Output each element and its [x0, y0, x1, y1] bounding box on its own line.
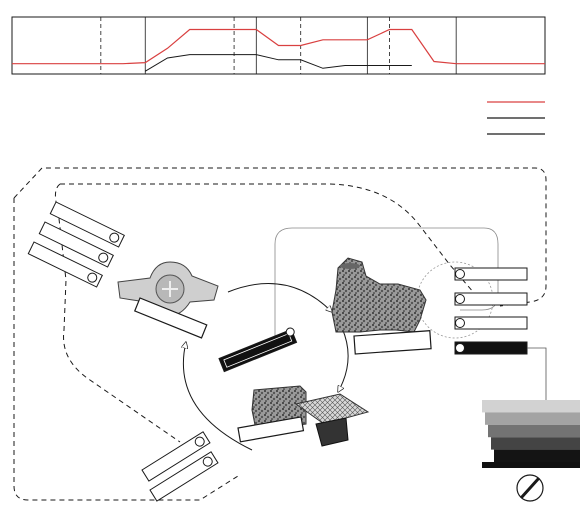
outer-dashed-boundary [13, 167, 547, 307]
slash-circle-icon [516, 474, 544, 502]
cycle-arrow-right [338, 327, 349, 392]
materials-node [237, 385, 370, 447]
center-black-label [218, 327, 298, 373]
cycle-arrow-left [183, 342, 253, 451]
chart-series-line-2 [145, 54, 412, 72]
gradient-step-4 [491, 437, 580, 450]
gradient-step-1 [482, 400, 580, 413]
gradient-step-base [482, 462, 580, 468]
timeline-chart [11, 16, 546, 135]
gradient-step-3 [488, 424, 580, 438]
meter-dial-mark [162, 281, 178, 297]
tag-left-1 [49, 201, 125, 248]
materials-label-box [237, 416, 305, 443]
tag-left-2 [38, 221, 114, 268]
tag-right-1 [454, 267, 528, 281]
tag-group-right [454, 267, 547, 400]
water-meter-label-box [133, 297, 208, 339]
mesh-layer-stack [315, 417, 349, 447]
inner-dashed-boundary-left [54, 183, 181, 443]
tag-right-4-highlighted [454, 341, 528, 355]
outer-dashed-boundary-lower [13, 198, 239, 501]
tag-right-2 [454, 292, 528, 306]
workers-node [331, 257, 432, 355]
chart-frame [11, 16, 546, 75]
tag-right-leader [527, 347, 547, 400]
gradient-step-2 [485, 412, 580, 425]
chart-series [12, 28, 545, 72]
workers-image [331, 257, 427, 333]
tag-left-3 [27, 241, 103, 288]
tag-bottom-1 [141, 431, 211, 482]
chart-legend [487, 101, 545, 135]
mesh-layer-image [294, 393, 370, 425]
tag-group-bottom [141, 431, 219, 502]
gradient-legend [482, 400, 580, 468]
chart-series-line-1 [12, 28, 545, 65]
gradient-step-5 [494, 449, 580, 462]
tag-right-3 [454, 316, 528, 330]
tag-bottom-2 [149, 451, 219, 502]
workers-label-box [353, 330, 432, 355]
tag-group-left [27, 201, 125, 288]
inner-dashed-boundary [60, 183, 481, 301]
water-meter-node [117, 261, 219, 339]
worker-hat [340, 263, 360, 269]
connector-outline [274, 227, 499, 345]
cycle-arrow-top [227, 283, 332, 312]
